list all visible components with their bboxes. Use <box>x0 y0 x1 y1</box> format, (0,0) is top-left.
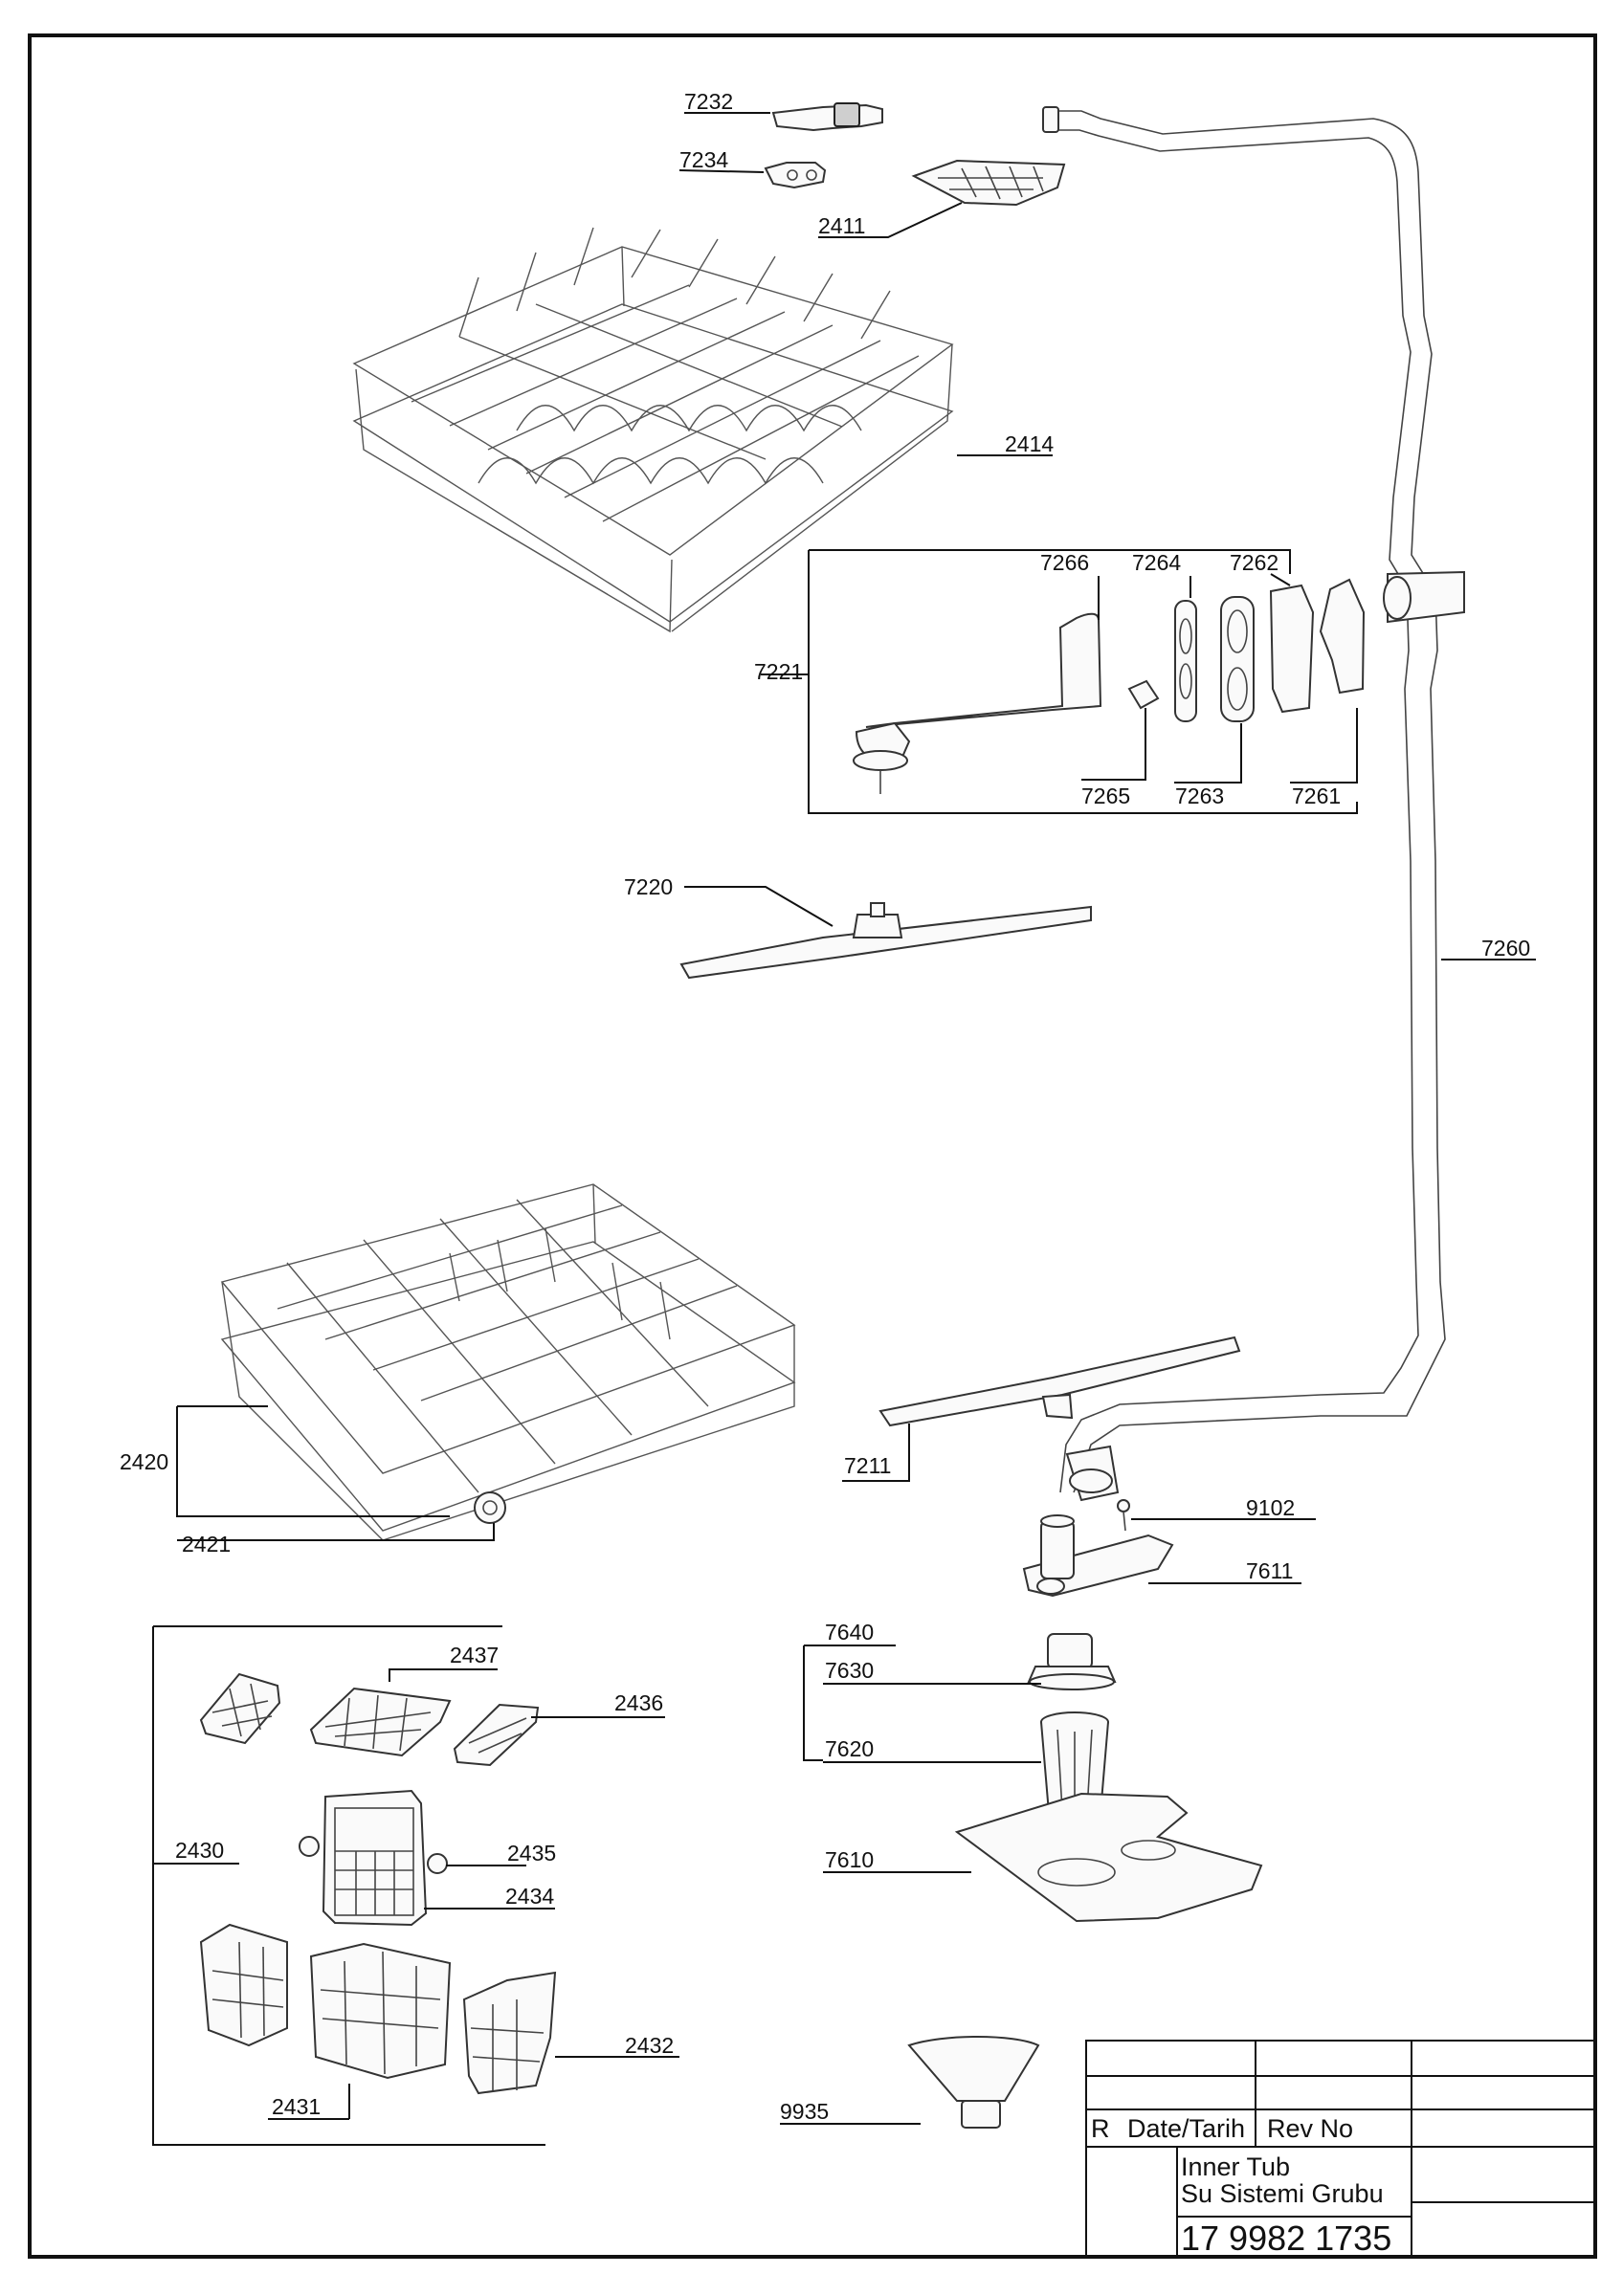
part-7220 <box>679 902 1092 980</box>
callout-2431: 2431 <box>272 2094 321 2119</box>
part-7611 <box>1022 1514 1174 1598</box>
callout-7262: 7262 <box>1230 550 1278 575</box>
part-2430-group <box>199 1672 557 2095</box>
callout-7211: 7211 <box>844 1453 891 1478</box>
callout-2437: 2437 <box>450 1643 499 1667</box>
callout-7221: 7221 <box>754 659 803 684</box>
part-7630-7640 <box>1027 1633 1117 1690</box>
callout-9935: 9935 <box>780 2099 829 2124</box>
title-block-title-line2: Su Sistemi Grubu <box>1181 2179 1384 2208</box>
callout-2432: 2432 <box>625 2033 674 2058</box>
callout-2436: 2436 <box>614 1690 663 1715</box>
part-2414 <box>352 227 954 633</box>
part-2420 <box>220 1183 796 1541</box>
callout-7232: 7232 <box>684 89 733 114</box>
callout-2434: 2434 <box>505 1884 554 1909</box>
callout-7610: 7610 <box>825 1847 874 1872</box>
title-block-date-label: Date/Tarih <box>1127 2114 1245 2143</box>
callout-7265: 7265 <box>1081 784 1130 808</box>
callout-2420: 2420 <box>120 1449 168 1474</box>
callout-2430: 2430 <box>175 1838 224 1863</box>
title-block-title-line1: Inner Tub <box>1181 2152 1290 2181</box>
callout-2435: 2435 <box>507 1841 556 1866</box>
part-7221-group <box>853 578 1366 794</box>
callout-labels: 7232 7234 2411 2414 7266 7264 7262 7221 … <box>120 89 1530 2124</box>
part-7232 <box>771 102 883 132</box>
callout-7266: 7266 <box>1040 550 1089 575</box>
part-9102 <box>1117 1499 1130 1532</box>
callout-2411: 2411 <box>818 213 865 238</box>
part-7211 <box>878 1336 1241 1427</box>
callout-9102: 9102 <box>1246 1495 1295 1520</box>
title-block-rev-letter: R <box>1091 2114 1110 2143</box>
callout-7263: 7263 <box>1175 784 1224 808</box>
callout-7260: 7260 <box>1481 936 1530 960</box>
callout-7234: 7234 <box>679 147 728 172</box>
part-7260-pipe <box>1042 106 1465 1502</box>
callout-2421: 2421 <box>182 1532 231 1556</box>
callout-7630: 7630 <box>825 1658 874 1683</box>
callout-2414: 2414 <box>1005 431 1054 456</box>
title-block-part-number: 17 9982 1735 <box>1181 2219 1391 2258</box>
title-block: R Date/Tarih Rev No Inner Tub Su Sistemi… <box>1085 2040 1596 2258</box>
callout-7264: 7264 <box>1132 550 1181 575</box>
leader-lines <box>152 112 1536 2146</box>
part-7610 <box>954 1792 1263 1923</box>
callout-7620: 7620 <box>825 1736 874 1761</box>
title-block-rev-no-label: Rev No <box>1267 2114 1353 2143</box>
part-7234 <box>764 162 827 189</box>
drawing-frame <box>28 33 1597 2259</box>
callout-7261: 7261 <box>1292 784 1341 808</box>
part-9935 <box>907 2036 1040 2129</box>
part-drawings <box>199 102 1465 2129</box>
part-2411 <box>911 159 1066 207</box>
callout-7640: 7640 <box>825 1620 874 1645</box>
callout-7220: 7220 <box>624 874 673 899</box>
callout-7611: 7611 <box>1246 1558 1293 1583</box>
